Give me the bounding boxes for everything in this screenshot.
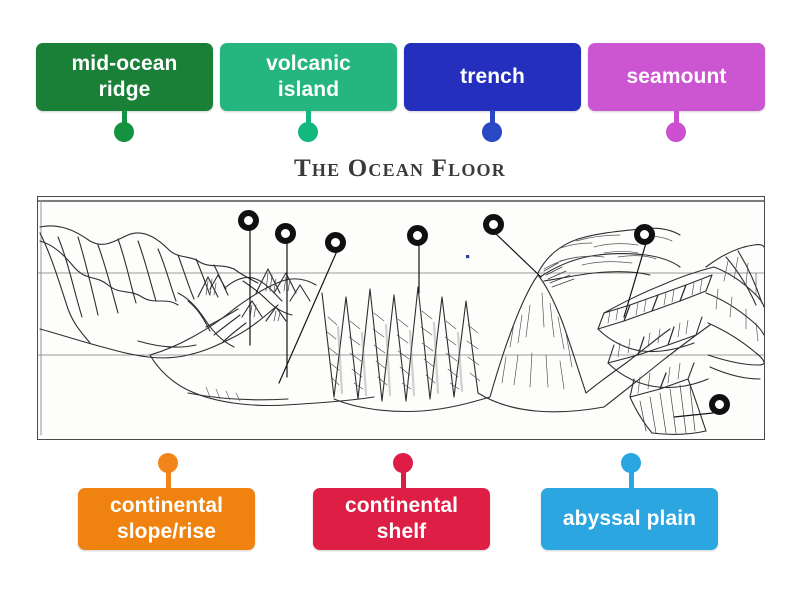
label-chip-text: mid-ocean ridge bbox=[71, 52, 178, 101]
marker-pin-2[interactable] bbox=[275, 223, 296, 244]
label-stem-abyssal-plain bbox=[629, 466, 634, 490]
label-chip-volcanic-island[interactable]: volcanic island bbox=[220, 43, 397, 111]
label-chip-mid-ocean-ridge[interactable]: mid-ocean ridge bbox=[36, 43, 213, 111]
label-chip-text: volcanic island bbox=[266, 52, 351, 101]
marker-pin-6[interactable] bbox=[634, 224, 655, 245]
marker-pin-5[interactable] bbox=[483, 214, 504, 235]
label-knob-mid-ocean-ridge[interactable] bbox=[114, 122, 134, 142]
label-chip-continental-slope-rise[interactable]: continental slope/rise bbox=[78, 488, 255, 550]
marker-pin-4[interactable] bbox=[407, 225, 428, 246]
label-chip-text: continental slope/rise bbox=[109, 494, 224, 543]
ocean-floor-sketch bbox=[38, 200, 764, 436]
marker-pin-7[interactable] bbox=[709, 394, 730, 415]
diagram-title: The Ocean Floor bbox=[294, 155, 506, 182]
label-chip-text: trench bbox=[460, 65, 525, 88]
label-stem-mid-ocean-ridge bbox=[122, 110, 127, 130]
label-stem-continental-shelf bbox=[401, 466, 406, 490]
label-knob-continental-slope-rise[interactable] bbox=[158, 453, 178, 473]
label-knob-volcanic-island[interactable] bbox=[298, 122, 318, 142]
label-knob-abyssal-plain[interactable] bbox=[621, 453, 641, 473]
label-knob-continental-shelf[interactable] bbox=[393, 453, 413, 473]
label-chip-trench[interactable]: trench bbox=[404, 43, 581, 111]
label-chip-text: continental shelf bbox=[344, 494, 459, 543]
marker-pin-3[interactable] bbox=[325, 232, 346, 253]
label-knob-trench[interactable] bbox=[482, 122, 502, 142]
label-chip-continental-shelf[interactable]: continental shelf bbox=[313, 488, 490, 550]
ocean-floor-diagram[interactable] bbox=[37, 196, 765, 440]
label-chip-seamount[interactable]: seamount bbox=[588, 43, 765, 111]
label-stem-seamount bbox=[674, 110, 679, 130]
label-chip-text: seamount bbox=[626, 65, 727, 88]
label-chip-abyssal-plain[interactable]: abyssal plain bbox=[541, 488, 718, 550]
label-stem-trench bbox=[490, 110, 495, 130]
label-stem-continental-slope-rise bbox=[166, 466, 171, 490]
label-stem-volcanic-island bbox=[306, 110, 311, 130]
label-chip-text: abyssal plain bbox=[562, 507, 697, 530]
label-knob-seamount[interactable] bbox=[666, 122, 686, 142]
marker-pin-1[interactable] bbox=[238, 210, 259, 231]
